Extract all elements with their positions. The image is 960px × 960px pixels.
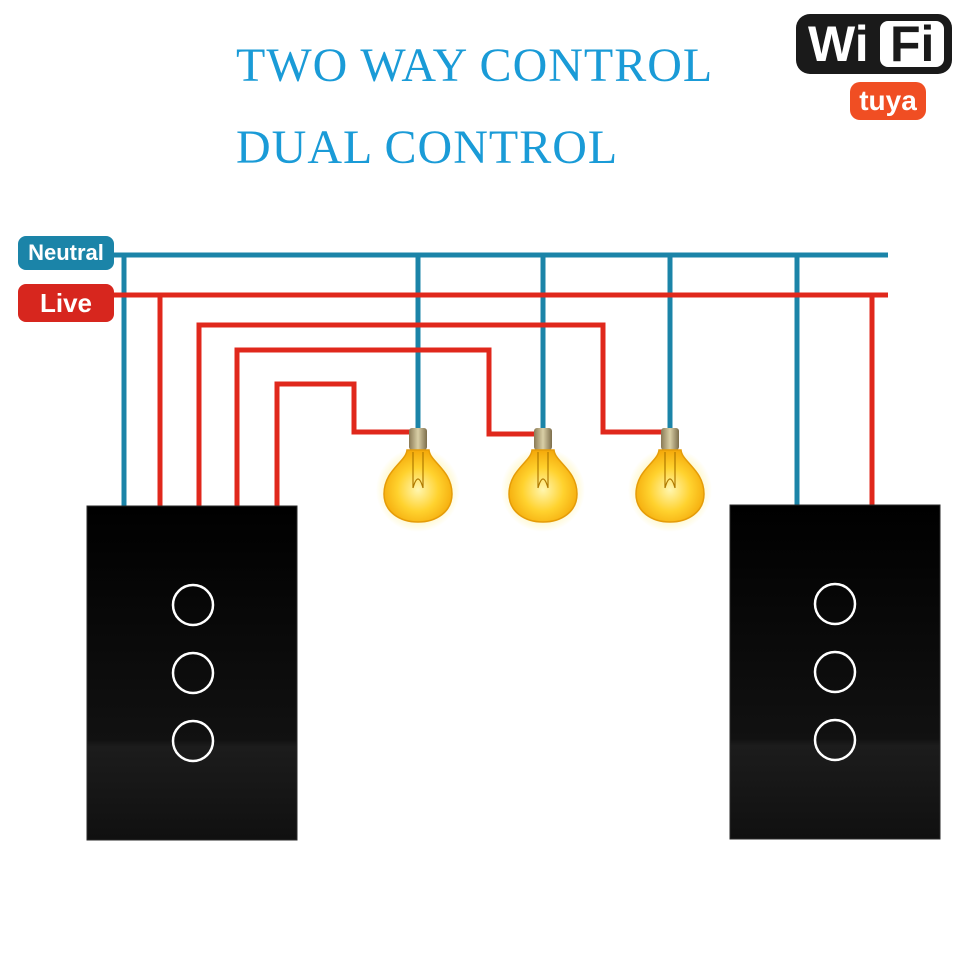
bulbs [376, 428, 712, 532]
left-switch-button-2[interactable] [171, 651, 215, 695]
wifi-badge: Wi Fi [796, 14, 952, 74]
title-line-1: TWO WAY CONTROL [236, 39, 714, 92]
left-switch-button-3[interactable] [171, 719, 215, 763]
live-label: Live [18, 284, 114, 322]
bulb-2 [501, 428, 585, 532]
tuya-badge: tuya [850, 82, 926, 120]
live-wires [114, 292, 888, 510]
neutral-label: Neutral [18, 236, 114, 270]
load-wire-bulb-3 [196, 322, 662, 510]
left-switch-button-1[interactable] [171, 583, 215, 627]
wifi-tuya-logo: Wi Fi tuya [796, 14, 956, 126]
right-switch-panel [729, 504, 941, 840]
load-wire-bulb-1 [274, 381, 410, 510]
left-switch-panel [86, 505, 298, 841]
wifi-wi-text: Wi [808, 16, 869, 72]
right-switch-button-3[interactable] [813, 718, 857, 762]
bulb-1 [376, 428, 460, 532]
bulb-3 [628, 428, 712, 532]
load-wire-bulb-2 [234, 347, 535, 510]
wifi-fi-text: Fi [890, 16, 935, 72]
right-switch-button-2[interactable] [813, 650, 857, 694]
right-switch-button-1[interactable] [813, 582, 857, 626]
title-line-2: DUAL CONTROL [236, 121, 619, 174]
